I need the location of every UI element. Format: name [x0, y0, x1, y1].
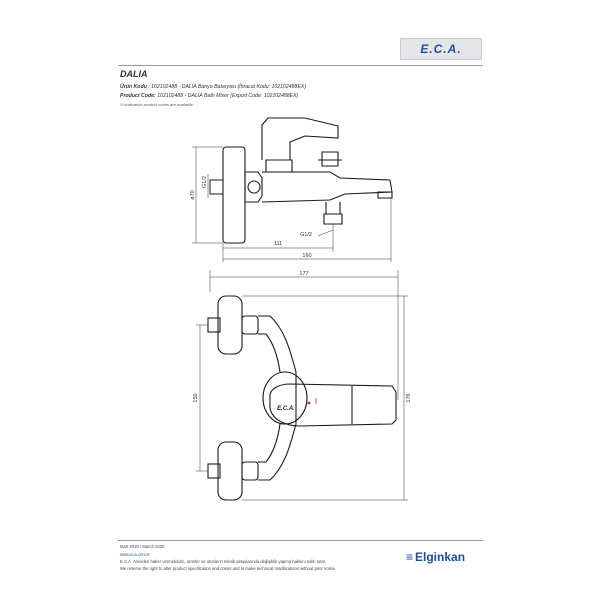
localisation-note: *Localisation product codes are availabl…: [120, 102, 194, 107]
side-spout-tip: [377, 191, 393, 199]
side-cartridge: [265, 159, 293, 173]
front-body-inner: [258, 333, 281, 463]
side-inlet-thread: [209, 179, 224, 195]
footer-divider: [118, 540, 483, 541]
product-title: DALIA: [120, 69, 148, 79]
product-code-label: Product Code:: [120, 93, 156, 99]
eca-logo-text: E.C.A.: [420, 42, 462, 56]
side-inlet: [209, 179, 224, 195]
header-divider: [118, 65, 483, 66]
label-g12-b: G1/2: [300, 232, 312, 238]
side-dimension-labels: G1/2 ø70 111 G1/2 160 177: [190, 176, 312, 277]
side-body: [261, 171, 393, 203]
elginkan-mark-icon: ≡: [406, 550, 414, 564]
front-handle-logo: E.C.A.: [277, 406, 295, 412]
front-view: [207, 295, 397, 501]
label-176: 176: [406, 393, 412, 402]
product-code-value: 102102488 - DALİA Bath Mixer (Export Cod…: [157, 93, 299, 99]
footer-url[interactable]: www.eca.com.tr: [120, 552, 150, 557]
side-nut: [244, 171, 263, 203]
elginkan-logo: ≡Elginkan: [406, 550, 465, 564]
footer-notice-en: We reserve the right to alter product sp…: [120, 566, 337, 571]
front-dimension-labels: 150 176: [193, 393, 412, 402]
elginkan-text: Elginkan: [415, 550, 466, 564]
front-hot-indicator: [307, 401, 311, 405]
front-dimensions: [196, 295, 408, 501]
side-handle: [261, 117, 339, 160]
side-rosette: [222, 146, 246, 244]
urun-kodu-line: Ürün Kodu : 102102488 - DALİA Banyo Bata…: [120, 84, 306, 90]
label-d70: ø70: [190, 190, 196, 199]
label-177: 177: [299, 271, 308, 277]
side-view: [222, 117, 393, 244]
front-nut-bottom: [241, 461, 259, 481]
label-150: 150: [193, 393, 199, 402]
front-rosette-bottom: [217, 441, 243, 501]
front-handle-lever: [269, 383, 397, 427]
urun-kodu-label: Ürün Kodu: [120, 84, 147, 90]
urun-kodu-value: : 102102488 - DALİA Banyo Bataryası (İhr…: [148, 84, 307, 90]
eca-logo: E.C.A.: [400, 38, 482, 60]
label-111: 111: [274, 241, 282, 247]
label-160: 160: [302, 253, 311, 259]
dim-leader-g12-b: [317, 229, 334, 237]
product-code-line: Product Code: 102102488 - DALİA Bath Mix…: [120, 93, 298, 99]
side-nut-ring: [247, 180, 261, 194]
side-outlet: [323, 202, 343, 225]
front-rosette-top: [217, 295, 243, 355]
footer-date: Mart 2020 / March 2020: [120, 544, 165, 549]
front-body-outline: [258, 315, 297, 481]
side-dimensions: [192, 146, 399, 400]
label-g12-a: G1/2: [202, 176, 208, 188]
side-diverter: [318, 151, 342, 167]
front-nut-top: [241, 315, 259, 335]
footer-notice-tr: E.C.A. önceden haber vermeksizin, ürünle…: [120, 559, 326, 564]
